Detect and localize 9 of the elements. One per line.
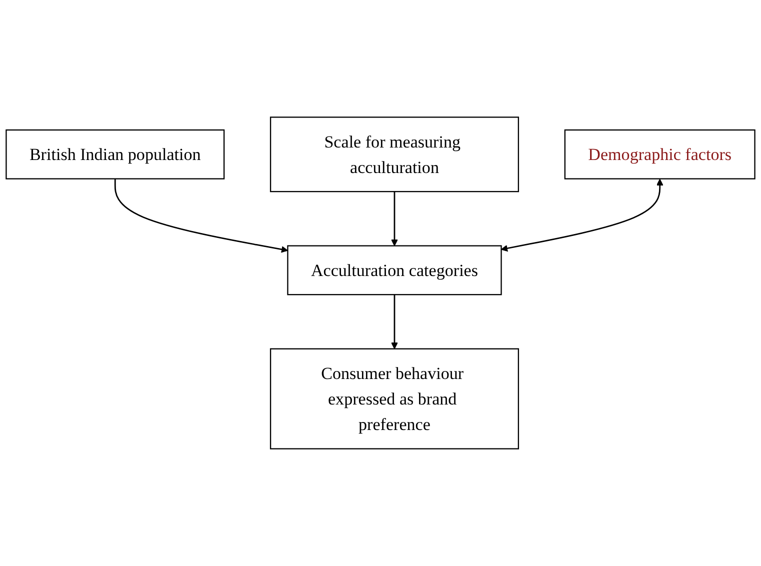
arrow bbox=[114, 178, 288, 253]
node-box: British Indian population bbox=[6, 129, 225, 180]
node-box: Acculturation categories bbox=[287, 245, 502, 296]
node-box: Scale for measuring acculturation bbox=[270, 116, 520, 192]
arrow bbox=[391, 294, 398, 350]
node-box: Demographic factors bbox=[564, 129, 756, 180]
node-box: Consumer behaviour expressed as brand preference bbox=[270, 348, 520, 450]
arrow bbox=[391, 192, 398, 246]
arrow bbox=[500, 178, 664, 252]
